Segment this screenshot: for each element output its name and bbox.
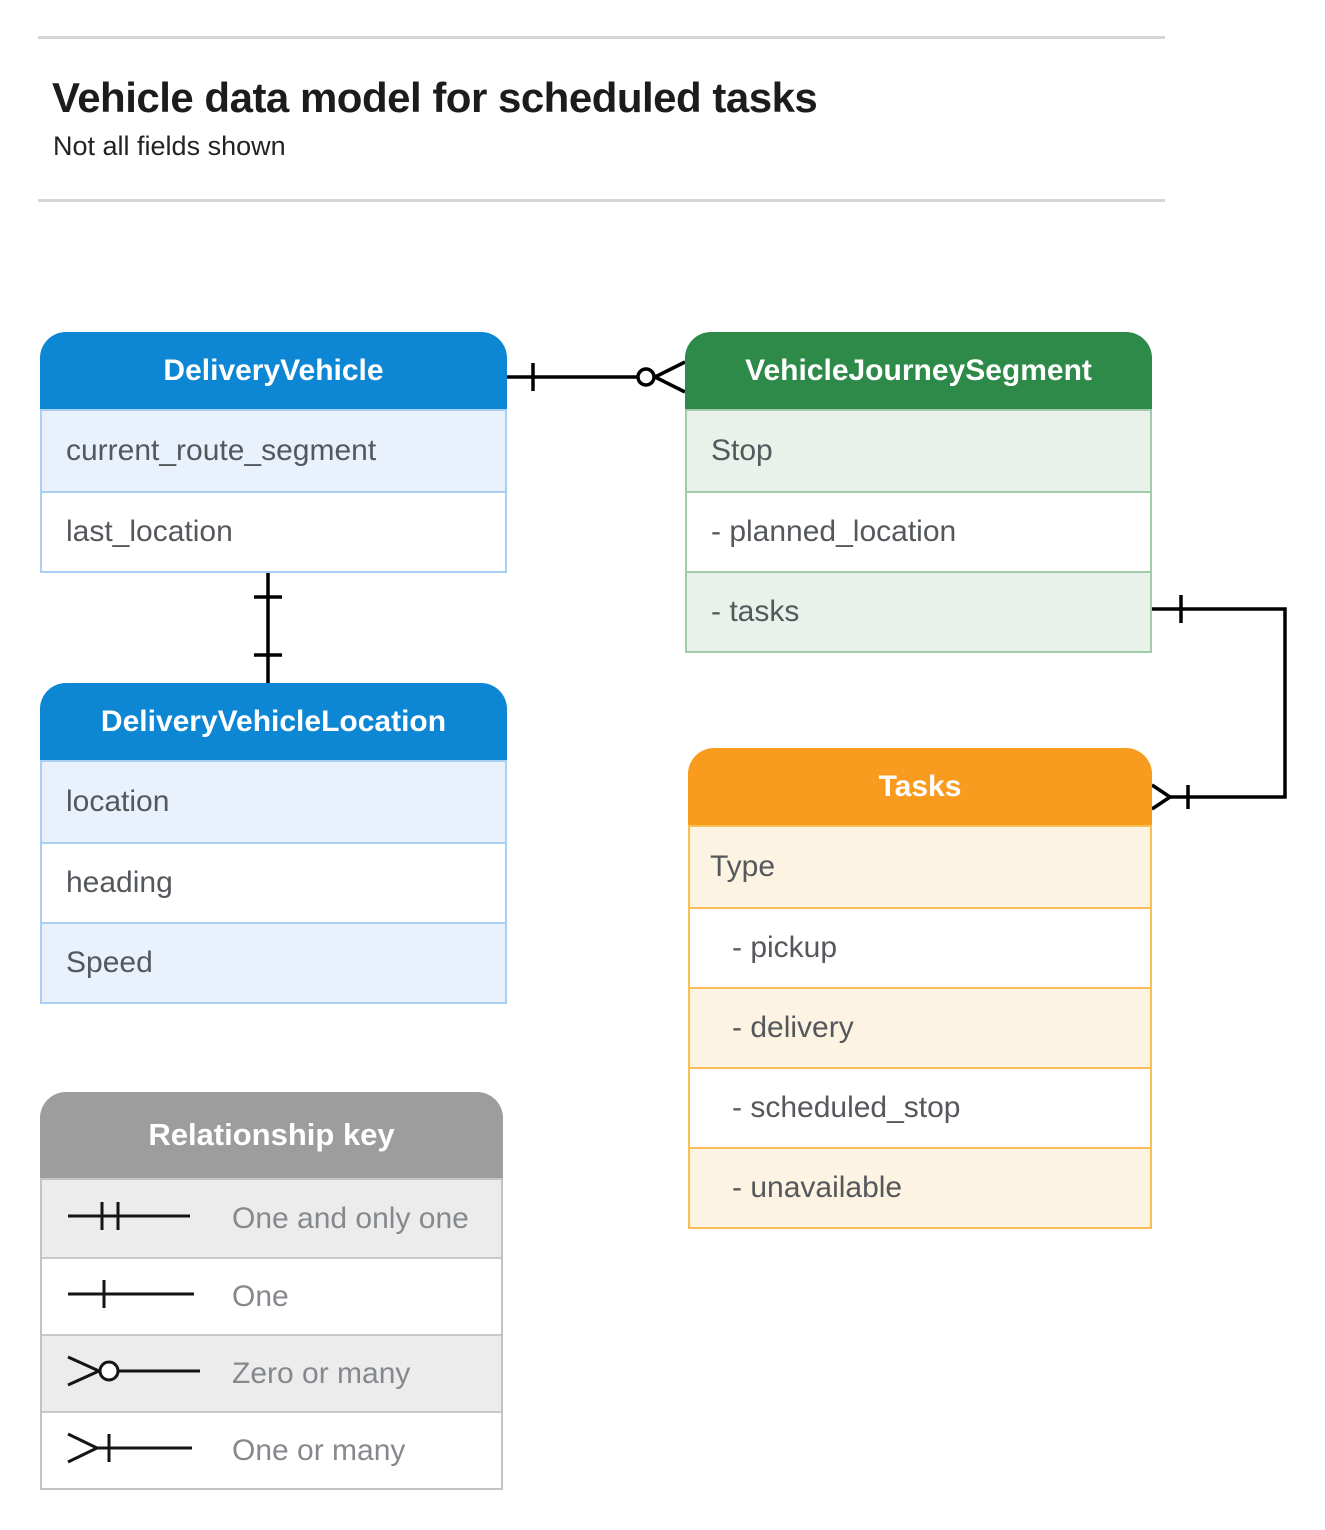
entity-delivery-vehicle-location: DeliveryVehicleLocation location heading… [40,683,507,1004]
relationship-key: Relationship key One and only one [40,1092,503,1490]
entity-body: location heading Speed [40,760,507,1004]
entity-field: Stop [687,411,1150,491]
relationship-key-body: One and only one One [40,1178,503,1490]
top-divider [38,36,1165,39]
entity-title: DeliveryVehicleLocation [40,683,507,760]
entity-field: last_location [42,491,505,571]
connector-deliveryvehicle-deliveryvehiclelocation [254,569,282,683]
entity-field: - delivery [690,987,1150,1067]
key-item-label: Zero or many [232,1356,411,1390]
crows-foot-icon [654,360,686,394]
page-title: Vehicle data model for scheduled tasks [52,74,818,121]
one-and-only-one-icon [42,1194,232,1243]
entity-field: current_route_segment [42,411,505,491]
entity-title: DeliveryVehicle [40,332,507,409]
page-subtitle: Not all fields shown [53,131,286,161]
entity-field: - unavailable [690,1147,1150,1227]
entity-field: - scheduled_stop [690,1067,1150,1147]
zero-or-many-icon [42,1349,232,1398]
key-item-zero-or-many: Zero or many [42,1334,501,1411]
one-icon [42,1272,232,1321]
entity-tasks: Tasks Type - pickup - delivery - schedul… [688,748,1152,1229]
key-item-label: One and only one [232,1201,469,1235]
one-or-many-icon [42,1426,232,1475]
entity-field: - planned_location [687,491,1150,571]
relationship-key-title: Relationship key [40,1092,503,1178]
key-item-label: One or many [232,1433,406,1467]
entity-field: - tasks [687,571,1150,651]
key-item-one: One [42,1257,501,1334]
key-item-one-and-only-one: One and only one [42,1180,501,1257]
connector-deliveryvehicle-vehiclejourneysegment [507,360,686,394]
entity-field: Type [690,827,1150,907]
entity-body: Stop - planned_location - tasks [685,409,1152,653]
entity-vehicle-journey-segment: VehicleJourneySegment Stop - planned_loc… [685,332,1152,653]
entity-title: VehicleJourneySegment [685,332,1152,409]
connector-vehiclejourneysegment-tasks [1151,595,1287,811]
entity-field: Speed [42,922,505,1002]
entity-field: location [42,762,505,842]
entity-body: Type - pickup - delivery - scheduled_sto… [688,825,1152,1229]
entity-title: Tasks [688,748,1152,825]
zero-circle-icon [636,367,656,387]
entity-field: heading [42,842,505,922]
header-divider [38,199,1165,202]
key-item-label: One [232,1279,289,1313]
key-item-one-or-many: One or many [42,1411,501,1488]
entity-delivery-vehicle: DeliveryVehicle current_route_segment la… [40,332,507,573]
crows-foot-icon [1151,783,1171,811]
entity-body: current_route_segment last_location [40,409,507,573]
entity-field: - pickup [690,907,1150,987]
